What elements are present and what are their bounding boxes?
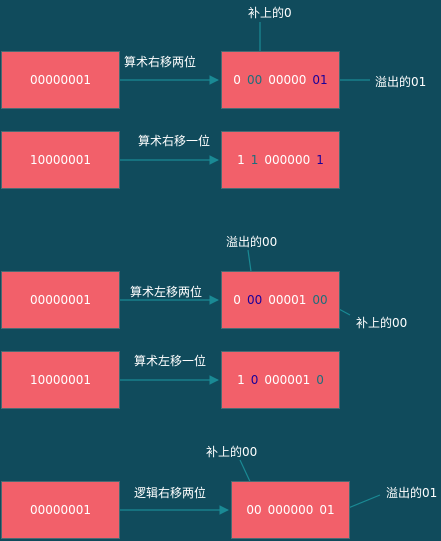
operation-label-row1: 算术右移两位 [124, 55, 197, 69]
bit-segment: 000000 [267, 503, 314, 517]
bit-segment: 0 [250, 373, 259, 387]
source-value: 10000001 [29, 153, 92, 167]
bit-segment: 000000 [264, 153, 311, 167]
bit-segment: 00 [246, 293, 263, 307]
source-value: 10000001 [29, 373, 92, 387]
source-value: 00000001 [29, 503, 92, 517]
source-value: 00000001 [29, 293, 92, 307]
annotation-pad-row3: 补上的00 [356, 316, 408, 330]
source-box-row1: 00000001 [1, 51, 120, 109]
bit-segment: 00 [312, 293, 328, 307]
bit-segment: 00001 [268, 293, 307, 307]
operation-label-row3: 算术左移两位 [130, 285, 203, 299]
source-box-row2: 10000001 [1, 131, 120, 189]
annotation-pad-row5: 补上的00 [206, 445, 258, 459]
annotation-overflow-row5: 溢出的01 [386, 486, 438, 500]
bit-segment: 1 [237, 373, 245, 387]
annotation-overflow-row3: 溢出的00 [226, 235, 278, 249]
annotation-pad-row1: 补上的0 [248, 6, 292, 20]
operation-label-row5: 逻辑右移两位 [134, 486, 207, 500]
source-value: 00000001 [29, 73, 92, 87]
bit-segment: 1 [237, 153, 245, 167]
bit-segment: 00 [246, 503, 262, 517]
annotation-overflow-row1: 溢出的01 [375, 75, 427, 89]
source-box-row3: 00000001 [1, 271, 120, 329]
bit-segment: 0 [316, 373, 324, 387]
bit-segment: 000001 [264, 373, 311, 387]
bit-segment: 1 [316, 153, 324, 167]
source-box-row4: 10000001 [1, 351, 120, 409]
bit-segment: 00000 [268, 73, 307, 87]
bit-segment: 01 [319, 503, 335, 517]
bit-segment: 00 [246, 73, 263, 87]
bit-segment: 1 [250, 153, 259, 167]
source-box-row5: 00000001 [1, 481, 120, 539]
bit-segment: 0 [233, 293, 241, 307]
bit-segment: 0 [233, 73, 241, 87]
operation-label-row2: 算术右移一位 [138, 134, 211, 148]
operation-label-row4: 算术左移一位 [134, 354, 207, 368]
bit-segment: 01 [312, 73, 328, 87]
